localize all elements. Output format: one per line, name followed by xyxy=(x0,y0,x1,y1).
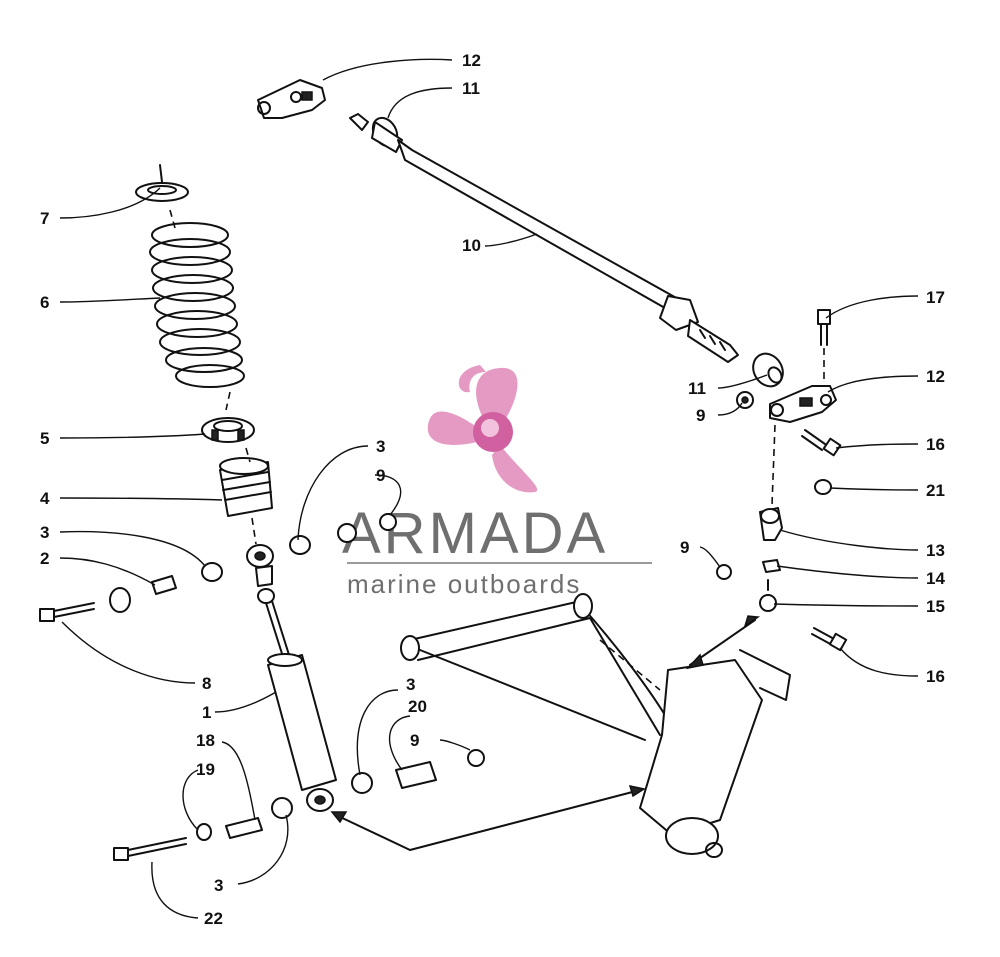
rod-end-upper xyxy=(257,79,326,119)
spring-seat-5 xyxy=(201,417,255,443)
leader-lines xyxy=(59,58,919,919)
label-7: 7 xyxy=(40,209,49,228)
label-5: 5 xyxy=(40,429,49,448)
bolt-22 xyxy=(113,837,187,861)
shock-shaft xyxy=(265,600,291,661)
nut-14 xyxy=(762,559,781,573)
label-18: 18 xyxy=(196,731,215,750)
shock-body-1 xyxy=(267,654,337,791)
sleeve-2 xyxy=(151,575,177,595)
label-17: 17 xyxy=(926,288,945,307)
nut-9-upper xyxy=(379,513,397,531)
a-arm xyxy=(409,599,669,741)
adjuster-sleeve-lower xyxy=(659,295,739,363)
label-9-rodend: 9 xyxy=(696,406,705,425)
shock-upper-eye xyxy=(246,544,275,604)
label-2: 2 xyxy=(40,549,49,568)
label-11-upper: 11 xyxy=(462,79,480,98)
label-10: 10 xyxy=(462,236,481,255)
label-19: 19 xyxy=(196,760,215,779)
label-3-left: 3 xyxy=(40,523,49,542)
nut-9-ball xyxy=(716,564,732,580)
label-9-upper: 9 xyxy=(376,466,385,485)
label-15: 15 xyxy=(926,597,945,616)
adjuster-sleeve-upper xyxy=(349,113,403,153)
label-9-ball: 9 xyxy=(680,538,689,557)
label-6: 6 xyxy=(40,293,49,312)
propeller-logo-icon xyxy=(427,365,538,493)
bushing-3-left xyxy=(201,562,223,582)
bushing-3-lower-left xyxy=(271,797,293,819)
nut-9-lower xyxy=(467,749,485,767)
label-3-upper: 3 xyxy=(376,437,385,456)
sleeve-20 xyxy=(395,761,437,789)
ball-stud-15 xyxy=(759,594,777,612)
ball-joint-stack xyxy=(716,507,848,652)
label-9-lower: 9 xyxy=(410,731,419,750)
bump-stop-4 xyxy=(219,457,273,517)
arrow-shock-mount xyxy=(335,789,641,851)
label-3-lower-right: 3 xyxy=(406,675,415,694)
label-11-lower: 11 xyxy=(688,379,706,398)
label-1: 1 xyxy=(202,703,211,722)
tie-rod-assembly xyxy=(257,79,842,506)
label-13: 13 xyxy=(926,541,945,560)
brand-tagline: marine outboards xyxy=(347,569,581,599)
spring-retainer-7 xyxy=(135,164,189,202)
label-22: 22 xyxy=(204,909,223,928)
bolt-17 xyxy=(817,309,831,380)
brand-name: ARMADA xyxy=(342,501,608,566)
bolt-8 xyxy=(39,602,95,622)
label-14: 14 xyxy=(926,569,945,588)
label-3-lower-left: 3 xyxy=(214,876,223,895)
jam-nut-lower xyxy=(752,352,784,388)
tie-rod xyxy=(397,139,681,313)
label-12-lower: 12 xyxy=(926,367,945,386)
a-arm-spindle xyxy=(400,593,791,858)
label-12-upper: 12 xyxy=(462,51,481,70)
washer-right xyxy=(337,523,357,543)
bolt-16-upper xyxy=(801,429,842,457)
bushing-3-right xyxy=(289,535,311,555)
label-8: 8 xyxy=(202,674,211,693)
sleeve-18 xyxy=(225,817,263,839)
shock-lower-eye xyxy=(306,788,334,812)
label-16-lower: 16 xyxy=(926,667,945,686)
nut-21 xyxy=(814,479,832,495)
guide-line-rod-end xyxy=(771,424,776,506)
washer-left xyxy=(109,587,131,613)
callout-labels: 12 11 7 10 6 17 11 12 9 5 3 16 9 21 4 3 … xyxy=(40,51,945,928)
rod-end-lower xyxy=(769,385,837,423)
shock-assembly xyxy=(39,164,485,861)
coil-spring-6 xyxy=(149,222,245,388)
label-4: 4 xyxy=(40,489,50,508)
label-20: 20 xyxy=(408,697,427,716)
spindle xyxy=(639,659,763,836)
washer-19 xyxy=(196,823,212,841)
label-21: 21 xyxy=(926,481,945,500)
assembly-arrows xyxy=(330,615,761,851)
label-16-upper: 16 xyxy=(926,435,945,454)
watermark-logo: ARMADA marine outboards xyxy=(342,365,652,599)
bushing-3-lower-right xyxy=(351,772,373,794)
